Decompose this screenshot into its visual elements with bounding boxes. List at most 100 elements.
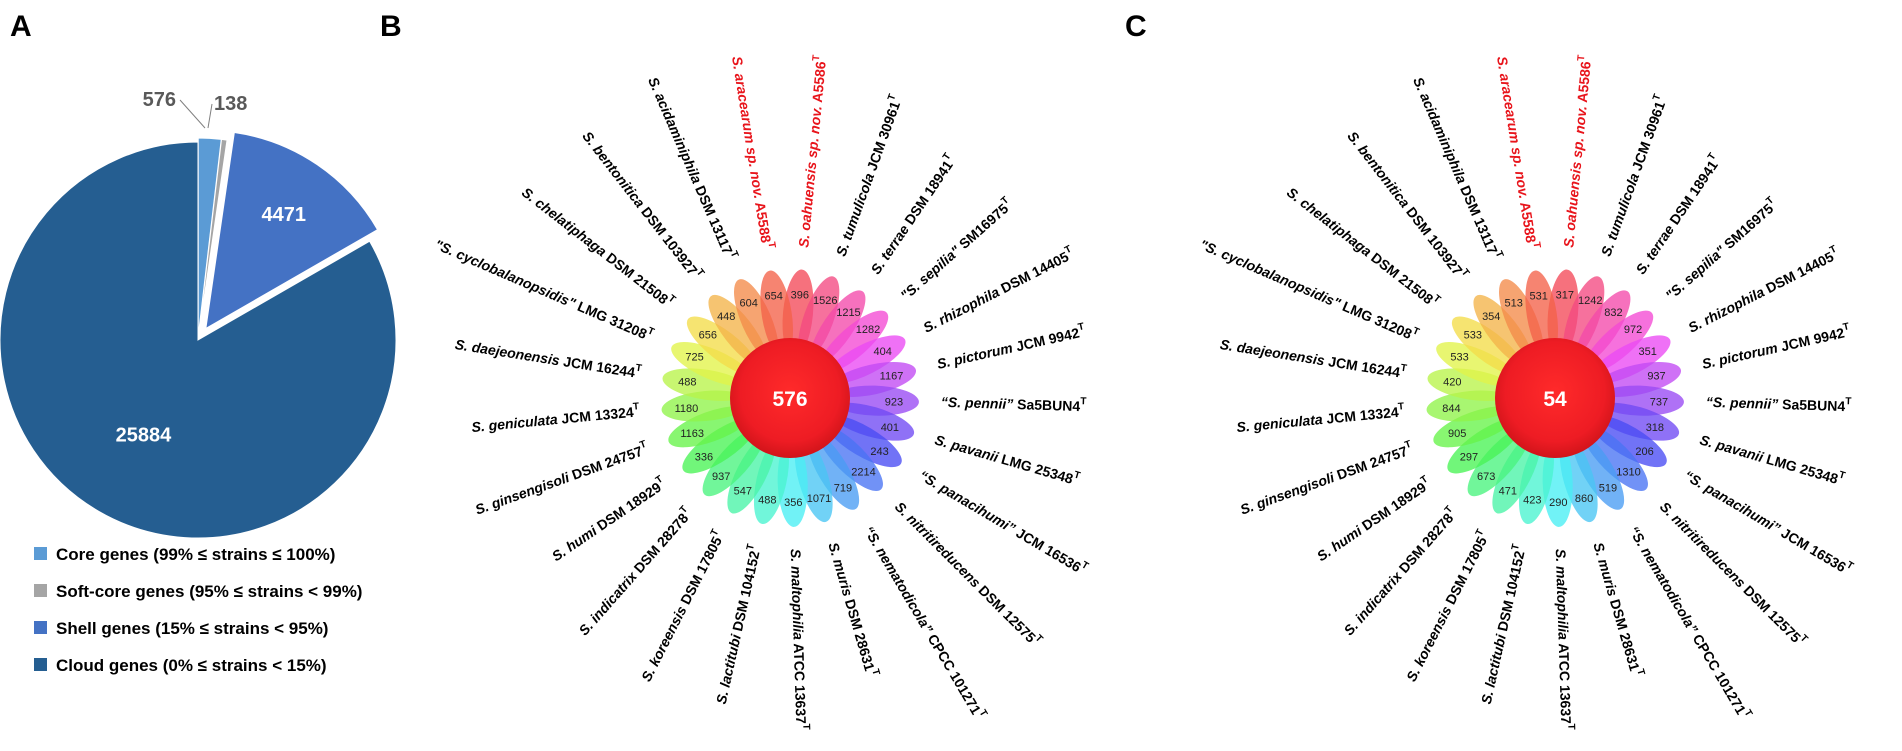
flower-petal [825,335,906,384]
flower-petal [1525,270,1559,358]
flower-center-value: 54 [1543,388,1567,411]
strain-label: S. aracearum sp. nov. A5588T [729,55,777,250]
petal-value-label: 243 [870,446,888,458]
flower-petal [1498,279,1544,361]
flower-petal [1473,294,1533,367]
legend-swatch [34,658,47,671]
petal-value-label: 1071 [807,493,831,505]
flower-petal [1492,433,1541,514]
flower-chart-c: 54 317 S. oahuensis sp. nov. A5586T 1242 S. … [1197,54,1855,730]
strain-label: S. geniculata JCM 13324T [471,401,641,434]
flower-petal [671,341,753,387]
petal-value-label: 860 [1575,493,1593,505]
flower-petal [1582,425,1648,491]
petal-value-label: 673 [1477,471,1495,483]
petal-value-label: 1282 [856,324,880,336]
strain-label: S. oahuensis sp. nov. A5586T [1558,54,1594,248]
legend-swatch [34,584,47,597]
flower-petal [682,418,758,474]
legend-swatch [34,547,47,560]
flower-petal [727,433,776,514]
strain-label: S. muris DSM 28631T [1591,540,1647,679]
petal-value-label: 937 [712,471,730,483]
flower-petal [1451,316,1524,376]
petal-value-label: 290 [1549,497,1567,509]
petal-value-label: 351 [1638,346,1656,358]
flower-petal [760,270,794,358]
strain-label: S. pavanii LMG 25348T [1698,430,1846,489]
petal-value-label: 1242 [1578,295,1602,307]
pie-value-label: 25884 [116,424,172,446]
flower-petal [702,427,765,497]
legend-label: Shell genes (15% ≤ strains < 95%) [56,619,328,638]
pie-slice [198,138,228,337]
petal-value-label: 519 [1599,483,1617,495]
petal-value-label: 488 [678,377,696,389]
pie-value-label: 138 [214,93,247,115]
flower-petal [686,316,759,376]
strain-label: S. lactitubi DSM 104152T [711,543,764,705]
petal-value-label: 844 [1442,403,1460,415]
legend-label: Core genes (99% ≤ strains ≤ 100%) [56,545,335,564]
flower-petal [1563,276,1605,360]
strain-label: S. aracearum sp. nov. A5588T [1494,55,1542,250]
flower-center [730,338,850,458]
legend-label: Cloud genes (0% ≤ strains < 15%) [56,656,327,675]
petal-value-label: 317 [1556,289,1574,301]
strain-label: S. maltophilia ATCC 13637T [788,549,811,731]
strain-label: S. oahuensis sp. nov. A5586T [793,54,829,248]
petal-value-label: 401 [881,422,899,434]
petal-value-label: 937 [1647,370,1665,382]
petal-value-label: 488 [758,494,776,506]
pie-leader-line [207,103,213,129]
petal-value-label: 533 [1464,329,1482,341]
flower-petal [708,294,768,367]
petal-value-label: 654 [765,290,783,302]
flower-petal [1433,406,1517,448]
flower-petal [798,276,840,360]
strain-label: "S. cyclobalanopsidis" LMG 31208T [432,234,655,344]
pie-value-label: 576 [143,89,176,111]
pie-slice [205,131,379,330]
petal-value-label: 513 [1505,298,1523,310]
petal-value-label: 404 [873,346,891,358]
petal-value-label: 396 [791,289,809,301]
flower-petal [807,432,860,510]
panel-letter-a: A [10,10,32,43]
petal-value-label: 1163 [680,428,704,440]
flower-petal [1572,432,1625,510]
flower-petal [1589,415,1667,468]
pie-leader-line [179,99,206,129]
strain-label: S. daejeonensis JCM 16244T [454,334,643,381]
strain-label: S. nitritireducens DSM 12575T [1657,497,1810,650]
flower-center [1495,338,1615,458]
strain-label: S. nitritireducens DSM 12575T [892,497,1045,650]
flower-petal [1467,427,1530,497]
petal-value-label: 1180 [675,403,699,415]
strain-label: S. pictorum JCM 9942T [935,321,1087,371]
petal-value-label: 448 [717,311,735,323]
strain-label: S. lactitubi DSM 104152T [1476,543,1529,705]
petal-value-label: 471 [1499,486,1517,498]
petal-value-label: 336 [695,451,713,463]
petal-value-label: 206 [1635,446,1653,458]
flower-center-value: 576 [772,388,807,411]
pie-chart [0,131,397,539]
petal-value-label: 604 [740,298,758,310]
flower-petal [1575,290,1631,366]
flower-petal [1447,418,1523,474]
strain-label: “S. pennii” Sa5BUN4T [1706,392,1852,414]
petal-value-label: 832 [1604,307,1622,319]
petal-value-label: 905 [1448,428,1466,440]
petal-value-label: 533 [1450,352,1468,364]
petal-value-label: 737 [1650,396,1668,408]
flower-petal [1590,335,1671,384]
flower-petal [810,290,866,366]
strain-label: “S. nematodicola” CPCC 101271T [861,522,989,722]
strain-label: S. maltophilia ATCC 13637T [1553,549,1576,731]
petal-value-label: 318 [1646,422,1664,434]
petal-value-label: 972 [1624,324,1642,336]
flower-petal [733,279,779,361]
flower-petal [1584,310,1654,373]
